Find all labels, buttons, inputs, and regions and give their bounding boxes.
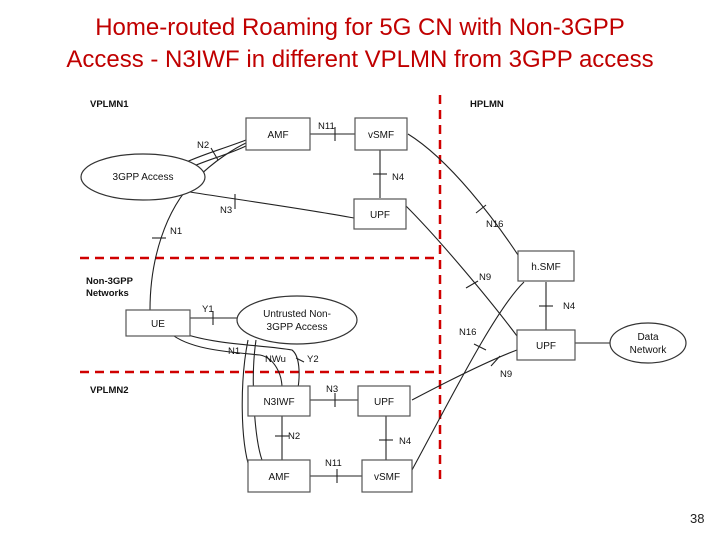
if-label-n4-hplmn: N4 [563,301,575,312]
svg-text:UPF: UPF [370,210,390,221]
node-upf-vplmn2: UPF [357,385,411,417]
svg-text:Network: Network [630,345,668,356]
svg-text:N3IWF: N3IWF [263,397,294,408]
interface-ticks [152,127,553,483]
if-label-n4-top: N4 [392,172,404,183]
node-hsmf: h.SMF [517,250,575,282]
svg-text:vSMF: vSMF [368,130,394,141]
if-label-n3-top: N3 [220,205,232,216]
region-label-networks: Networks [86,288,129,299]
if-label-n1-top: N1 [170,226,182,237]
svg-text:vSMF: vSMF [374,472,400,483]
node-amf-vplmn1: AMF [245,117,311,151]
region-label-hplmn: HPLMN [470,99,504,110]
node-amf-vplmn2: AMF [247,459,311,493]
region-label-vplmn2: VPLMN2 [90,385,129,396]
svg-text:UE: UE [151,319,165,330]
svg-text:UPF: UPF [374,397,394,408]
if-label-n11-top: N11 [318,121,335,132]
page-number: 38 [690,511,705,526]
node-upf-vplmn1: UPF [353,198,407,230]
svg-text:UPF: UPF [536,341,556,352]
svg-text:h.SMF: h.SMF [531,262,560,273]
svg-text:Untrusted Non-: Untrusted Non- [263,309,331,320]
title-line-2: Access - N3IWF in different VPLMN from 3… [66,46,654,73]
link-n1-amf2 [241,339,251,471]
node-vsmf-vplmn2: vSMF [361,459,413,493]
if-label-n9-bottom: N9 [500,369,512,380]
connections [149,133,612,477]
link-n9-bottom [411,349,518,401]
link-n16-bottom [411,281,525,471]
node-untrusted-non3gpp-access: Untrusted Non- 3GPP Access [236,295,358,345]
link-n3-top [189,191,355,219]
slide-title: Home-routed Roaming for 5G CN with Non-3… [0,12,720,76]
region-label-non3gpp: Non-3GPP [86,276,134,287]
region-label-vplmn1: VPLMN1 [90,99,129,110]
if-label-n4-bottom: N4 [399,436,411,447]
node-vsmf-vplmn1: vSMF [354,117,408,151]
node-3gpp-access: 3GPP Access [80,153,206,201]
if-label-n1-bottom: N1 [228,346,240,357]
svg-text:Data: Data [637,332,659,343]
if-label-nwu: NWu [265,354,286,365]
link-n9-top [405,205,518,337]
svg-text:3GPP Access: 3GPP Access [113,172,174,183]
title-line-1: Home-routed Roaming for 5G CN with Non-3… [95,14,625,41]
if-label-n2-bottom: N2 [288,431,300,442]
node-ue: UE [125,309,191,337]
if-label-y2: Y2 [307,354,319,365]
link-n16-top [407,133,521,259]
link-n1-bottom [169,332,283,389]
node-data-network: Data Network [609,322,687,364]
if-label-n16-bottom: N16 [459,327,476,338]
if-label-y1: Y1 [202,304,214,315]
if-label-n11-bottom: N11 [325,458,342,469]
link-nwu [181,332,300,389]
svg-text:3GPP Access: 3GPP Access [267,322,328,333]
if-label-n9-top: N9 [479,272,491,283]
if-label-n16-top: N16 [486,219,503,230]
svg-text:AMF: AMF [268,472,289,483]
node-n3iwf: N3IWF [247,385,311,417]
node-upf-hplmn: UPF [516,329,576,361]
if-label-n3-bottom: N3 [326,384,338,395]
if-label-n2-top: N2 [197,140,209,151]
svg-text:AMF: AMF [267,130,288,141]
